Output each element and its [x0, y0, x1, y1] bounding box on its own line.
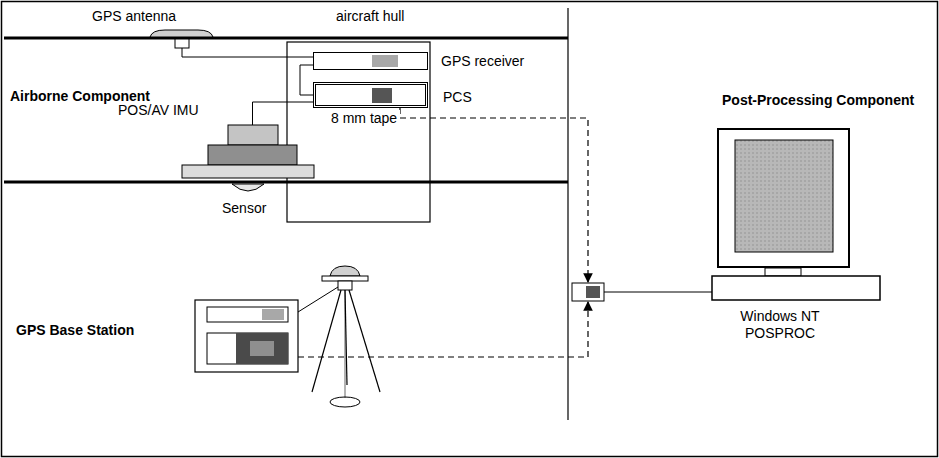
computer-monitor: Windows NT POSPROC: [717, 128, 850, 268]
part-label: GPS receiver: [441, 53, 524, 70]
tape-drive: [572, 283, 604, 301]
computer-base: [712, 276, 880, 300]
section-heading: Airborne Component: [10, 88, 150, 105]
pcs-box: PCS: [313, 82, 428, 108]
tape-transfer-line: [298, 302, 588, 357]
drive-cable: [604, 292, 712, 293]
hull-top-line: [4, 37, 568, 40]
section-heading: GPS Base Station: [16, 322, 134, 339]
part-label: PCS: [443, 89, 472, 106]
tripod-legs: [312, 290, 380, 398]
antenna-cable: [182, 48, 313, 57]
monitor-screen: [735, 140, 833, 252]
base-logger-slot: [250, 341, 274, 356]
hull-bottom-line: [4, 181, 568, 184]
cable-connector: [300, 65, 313, 95]
antenna-mount: [175, 39, 189, 48]
annotation-label: GPS antenna: [92, 8, 176, 25]
part-label: Windows NT POSPROC: [730, 308, 830, 342]
sensor-unit: Sensor: [182, 165, 314, 196]
annotation-label: aircraft hull: [336, 8, 404, 25]
gps-antenna: [150, 30, 213, 37]
imu-body: [208, 145, 297, 165]
section-divider: [567, 8, 568, 420]
base-station-case: [195, 300, 298, 372]
sensor-mount-plate: [182, 165, 314, 178]
tape-transfer-line: [400, 108, 588, 282]
pcs-tape-slot: [372, 88, 392, 103]
survey-mark: [330, 397, 360, 407]
base-antenna-cable: [298, 287, 338, 312]
base-gps-antenna: [330, 266, 360, 276]
cable-connector: [253, 102, 314, 125]
tripod-head: [338, 281, 352, 290]
gps-receiver-box: GPS receiver: [313, 52, 428, 70]
monitor-stand: [765, 268, 801, 276]
tripod-plate: [322, 276, 368, 281]
equipment-rack: [287, 42, 430, 222]
sensor-lens: [232, 184, 264, 191]
annotation-label: 8 mm tape: [328, 110, 400, 127]
section-heading: Post-Processing Component: [722, 92, 914, 109]
base-receiver: [207, 307, 288, 322]
tape-drive-slot: [586, 286, 600, 298]
base-logger: [207, 333, 288, 364]
part-label: POS/AV IMU: [118, 102, 199, 119]
imu-unit: POS/AV IMU: [208, 125, 297, 165]
imu-top: [228, 125, 278, 145]
base-receiver-display: [262, 309, 284, 320]
base-logger-drive: [236, 333, 288, 364]
part-label: Sensor: [222, 200, 266, 217]
receiver-display: [372, 55, 398, 67]
